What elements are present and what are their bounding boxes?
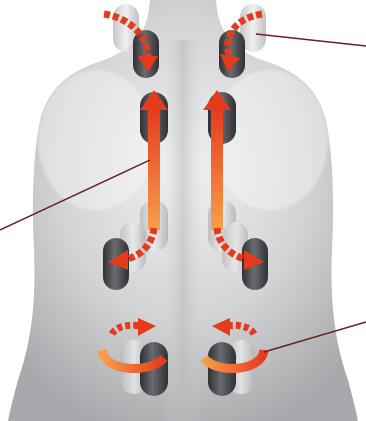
upward-arrow-icon: [148, 108, 160, 230]
spine-groove: [163, 40, 203, 421]
upward-arrow-icon: [211, 108, 223, 230]
left-shoulder-highlight: [38, 70, 154, 210]
